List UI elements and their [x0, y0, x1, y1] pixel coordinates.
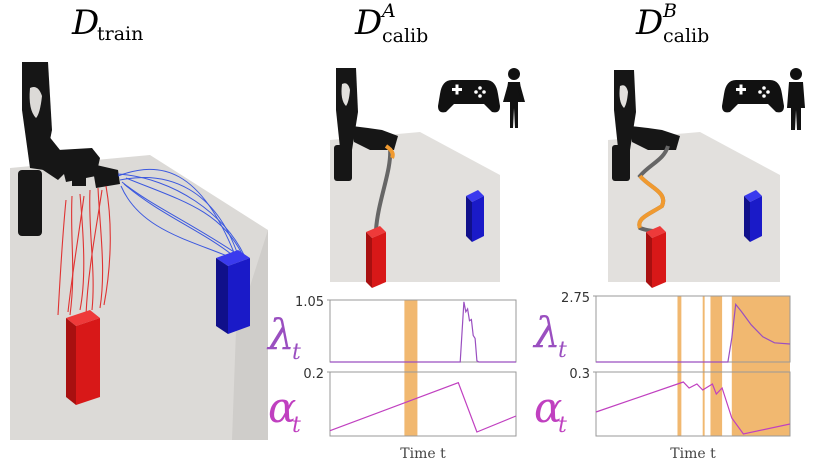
scene-calib-a	[330, 68, 525, 288]
red-trajectories	[57, 185, 111, 316]
lambda-label: λ	[266, 310, 295, 359]
alpha-ytick-label: 0.3	[569, 367, 590, 382]
shaded-interval	[677, 296, 682, 436]
shaded-interval	[404, 300, 418, 436]
title-calib-a-sup: A	[380, 0, 396, 22]
title-calib-a-sub: calib	[382, 25, 428, 47]
title-calib-b-sup: B	[662, 0, 677, 22]
title-train: D train	[71, 3, 143, 45]
person-male-icon	[787, 68, 805, 130]
lambda-series-line	[596, 302, 791, 363]
lambda-ytick-label: 2.75	[561, 291, 590, 306]
robot-arm	[334, 68, 398, 181]
title-calib-a: D A calib	[354, 0, 428, 47]
red-block	[646, 226, 666, 288]
alpha-label: α	[534, 383, 562, 432]
trajectory-highlight	[637, 174, 666, 229]
x-axis-label: Time t	[400, 446, 446, 462]
alpha-label-sub: t	[558, 413, 567, 438]
blue-block	[744, 190, 762, 242]
blue-block	[216, 250, 250, 334]
shaded-interval	[731, 296, 790, 436]
title-train-main: D	[71, 3, 99, 43]
alpha-series-line	[595, 381, 791, 435]
scene-train	[10, 62, 268, 440]
shaded-interval	[710, 296, 723, 436]
lambda-label-sub: t	[292, 340, 301, 365]
person-female-icon	[503, 68, 525, 128]
title-train-sub: train	[97, 23, 143, 45]
title-calib-b: D B calib	[635, 0, 709, 47]
robot-arm	[18, 62, 120, 236]
lambda-axes-frame	[329, 299, 517, 363]
title-calib-b-sub: calib	[663, 25, 709, 47]
title-calib-a-main: D	[354, 3, 382, 43]
trajectory	[374, 147, 393, 231]
shaded-interval	[702, 296, 705, 436]
floor-shadow	[232, 230, 268, 440]
alpha-label: α	[268, 383, 296, 432]
trajectory-highlight	[384, 144, 395, 159]
red-block	[366, 226, 386, 288]
alpha-series-line	[329, 381, 517, 433]
lambda-label-sub: t	[558, 338, 567, 363]
alpha-label-sub: t	[292, 413, 301, 438]
gamepad-icon	[722, 80, 784, 113]
robot-arm	[612, 70, 680, 181]
lambda-series-line	[330, 301, 516, 363]
title-calib-b-main: D	[635, 3, 663, 43]
alpha-axes-frame	[329, 371, 517, 437]
gamepad-icon	[438, 80, 500, 113]
x-axis-label: Time t	[670, 446, 716, 462]
lambda-label: λ	[532, 308, 561, 357]
blue-block	[466, 190, 484, 242]
lambda-ytick-label: 1.05	[295, 295, 324, 310]
red-block	[66, 310, 100, 405]
scene-calib-b	[608, 68, 805, 288]
blue-trajectories	[117, 168, 245, 259]
alpha-axes-frame	[595, 371, 791, 437]
alpha-ytick-label: 0.2	[303, 367, 324, 382]
